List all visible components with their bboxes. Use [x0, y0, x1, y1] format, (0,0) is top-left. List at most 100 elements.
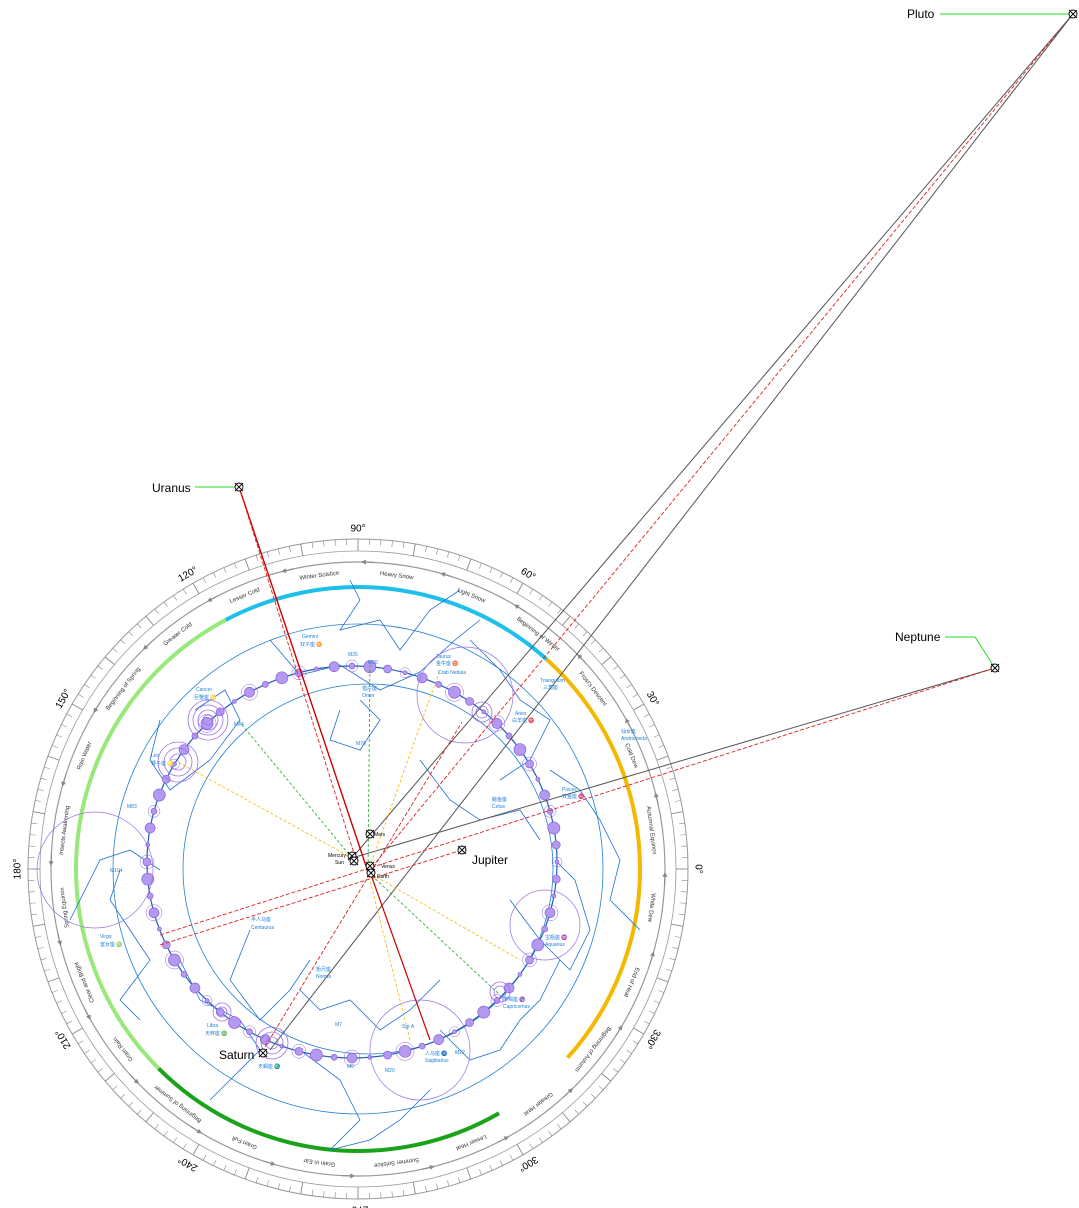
degree-tick: [90, 1059, 97, 1064]
degree-tick: [154, 608, 159, 614]
constellation-aries: Aries: [515, 711, 527, 717]
solar-term-label: Grain Full: [232, 1134, 258, 1149]
degree-tick: [32, 923, 45, 927]
constellation-gemini-cn: 双子座 ♊: [300, 641, 323, 648]
solar-term-label: Autumnal Equinox: [645, 806, 657, 855]
degree-tick: [391, 540, 393, 547]
constellation-taurus: Taurus: [436, 654, 452, 660]
degree-tick: [658, 745, 665, 748]
constellation-cetus-cn: 鲸鱼座: [492, 796, 507, 803]
constellation-orion-cn: 猎户座: [362, 685, 377, 692]
degree-tick: [32, 811, 45, 815]
yellow-dash-2: [367, 871, 521, 961]
degree-tick: [656, 755, 669, 761]
saturn-line-red: [261, 721, 463, 1053]
ecliptic-star: [416, 672, 428, 684]
earth-marker: [366, 868, 376, 878]
sun-marker: [349, 856, 359, 866]
degree-tick: [656, 977, 669, 983]
solar-term-label: Winter Solstice: [299, 570, 340, 581]
ecliptic-star: [346, 1052, 358, 1064]
degree-tick: [457, 1177, 461, 1183]
degree-tick: [37, 947, 44, 950]
solar-term-arrow: [84, 1008, 91, 1021]
ecliptic-star: [544, 907, 556, 919]
ecliptic-star-halo: [291, 1044, 307, 1059]
ecliptic-star: [144, 822, 156, 834]
inner-rings: [112, 623, 604, 1115]
degree-tick: [277, 548, 280, 555]
degree-tick: [300, 543, 304, 556]
constellation-virgo: Virgo: [100, 934, 112, 940]
neptune-line-red: [159, 667, 996, 936]
degree-tick: [643, 1020, 650, 1025]
neptune-label: Neptune: [895, 630, 941, 644]
halo-aquarius: [509, 889, 581, 961]
m7-label: M7: [335, 1022, 342, 1028]
ecliptic-star: [505, 732, 513, 740]
degree-tick: [128, 1101, 134, 1107]
ecliptic-star: [314, 666, 319, 672]
degree-tick: [574, 623, 580, 629]
ecliptic-star: [477, 1005, 491, 1019]
degree-tick: [136, 623, 142, 629]
ecliptic-star-halo: [147, 805, 161, 818]
solar-term-arrow: [649, 951, 655, 965]
solar-term-arrow: [563, 1088, 574, 1098]
degree-tick: [674, 800, 681, 802]
solar-term-label: Cold Dew: [623, 743, 639, 770]
ecliptic-star: [513, 743, 527, 756]
degree-tick: [412, 543, 416, 556]
constellation-triangulum-cn: 三角座: [543, 684, 558, 691]
degree-tick: [601, 656, 612, 665]
uranus-label: Uranus: [152, 481, 191, 495]
degree-tick: [671, 811, 684, 815]
ecliptic-star: [531, 938, 545, 952]
degree-tick: [590, 1093, 596, 1099]
ecliptic-star-halo: [243, 1025, 256, 1038]
degree-tick: [548, 601, 553, 608]
ecliptic-star: [551, 893, 557, 899]
degree-tick: [529, 1143, 534, 1150]
ecliptic-star: [554, 859, 560, 865]
degree-tick: [120, 639, 126, 645]
degree-tick: [538, 595, 543, 601]
constellation-cancer-cn: 巨蟹座 ♋: [194, 694, 217, 701]
pluto-marker: [1068, 9, 1078, 19]
solar-terms-circle: [50, 561, 666, 1177]
mars-label: Mars: [374, 832, 386, 838]
degree-ticks: [28, 539, 688, 1199]
halo-virgo: [36, 811, 154, 929]
ecliptic-star-halo: [445, 683, 464, 702]
solar-term-arrow: [440, 572, 454, 578]
ecliptic-star-halo: [165, 950, 184, 970]
degree-tick: [582, 1101, 588, 1107]
m22-label: M22: [455, 1050, 465, 1056]
solar-term-arrow: [61, 773, 67, 787]
degree-tick: [680, 834, 687, 836]
constellation-scorpius-cn: 天蝎座 ♏: [258, 1063, 281, 1070]
constellation-taurus-cn: 金牛座 ♉: [436, 660, 459, 667]
degree-tick: [678, 822, 685, 825]
mars-line-red: [369, 871, 431, 1041]
degree-tick: [300, 1182, 304, 1195]
neptune-leader: [945, 636, 996, 669]
degree-tick: [40, 777, 47, 780]
degree-tick: [479, 1169, 482, 1176]
ecliptic-star: [246, 1028, 253, 1036]
degree-tick: [489, 567, 493, 574]
ecliptic-star: [481, 709, 487, 715]
degree-tick: [120, 1093, 126, 1099]
jupiter-label: Jupiter: [472, 853, 508, 867]
m36-label: M36: [368, 660, 378, 666]
degree-tick: [35, 936, 42, 938]
degree-tick: [71, 703, 83, 711]
constellation-labels: Gemini 双子座 ♊ Cancer 巨蟹座 ♋ Leo 狮子座 ♌ Virg…: [100, 634, 647, 1074]
venus-marker: [365, 861, 375, 871]
degree-tick: [51, 745, 58, 748]
solar-term-label: Insects Awakening: [59, 805, 71, 855]
degree-tick: [104, 656, 115, 665]
degree-label: 60°: [519, 566, 538, 583]
ecliptic-star: [551, 840, 561, 850]
ecliptic-star: [367, 1054, 373, 1060]
